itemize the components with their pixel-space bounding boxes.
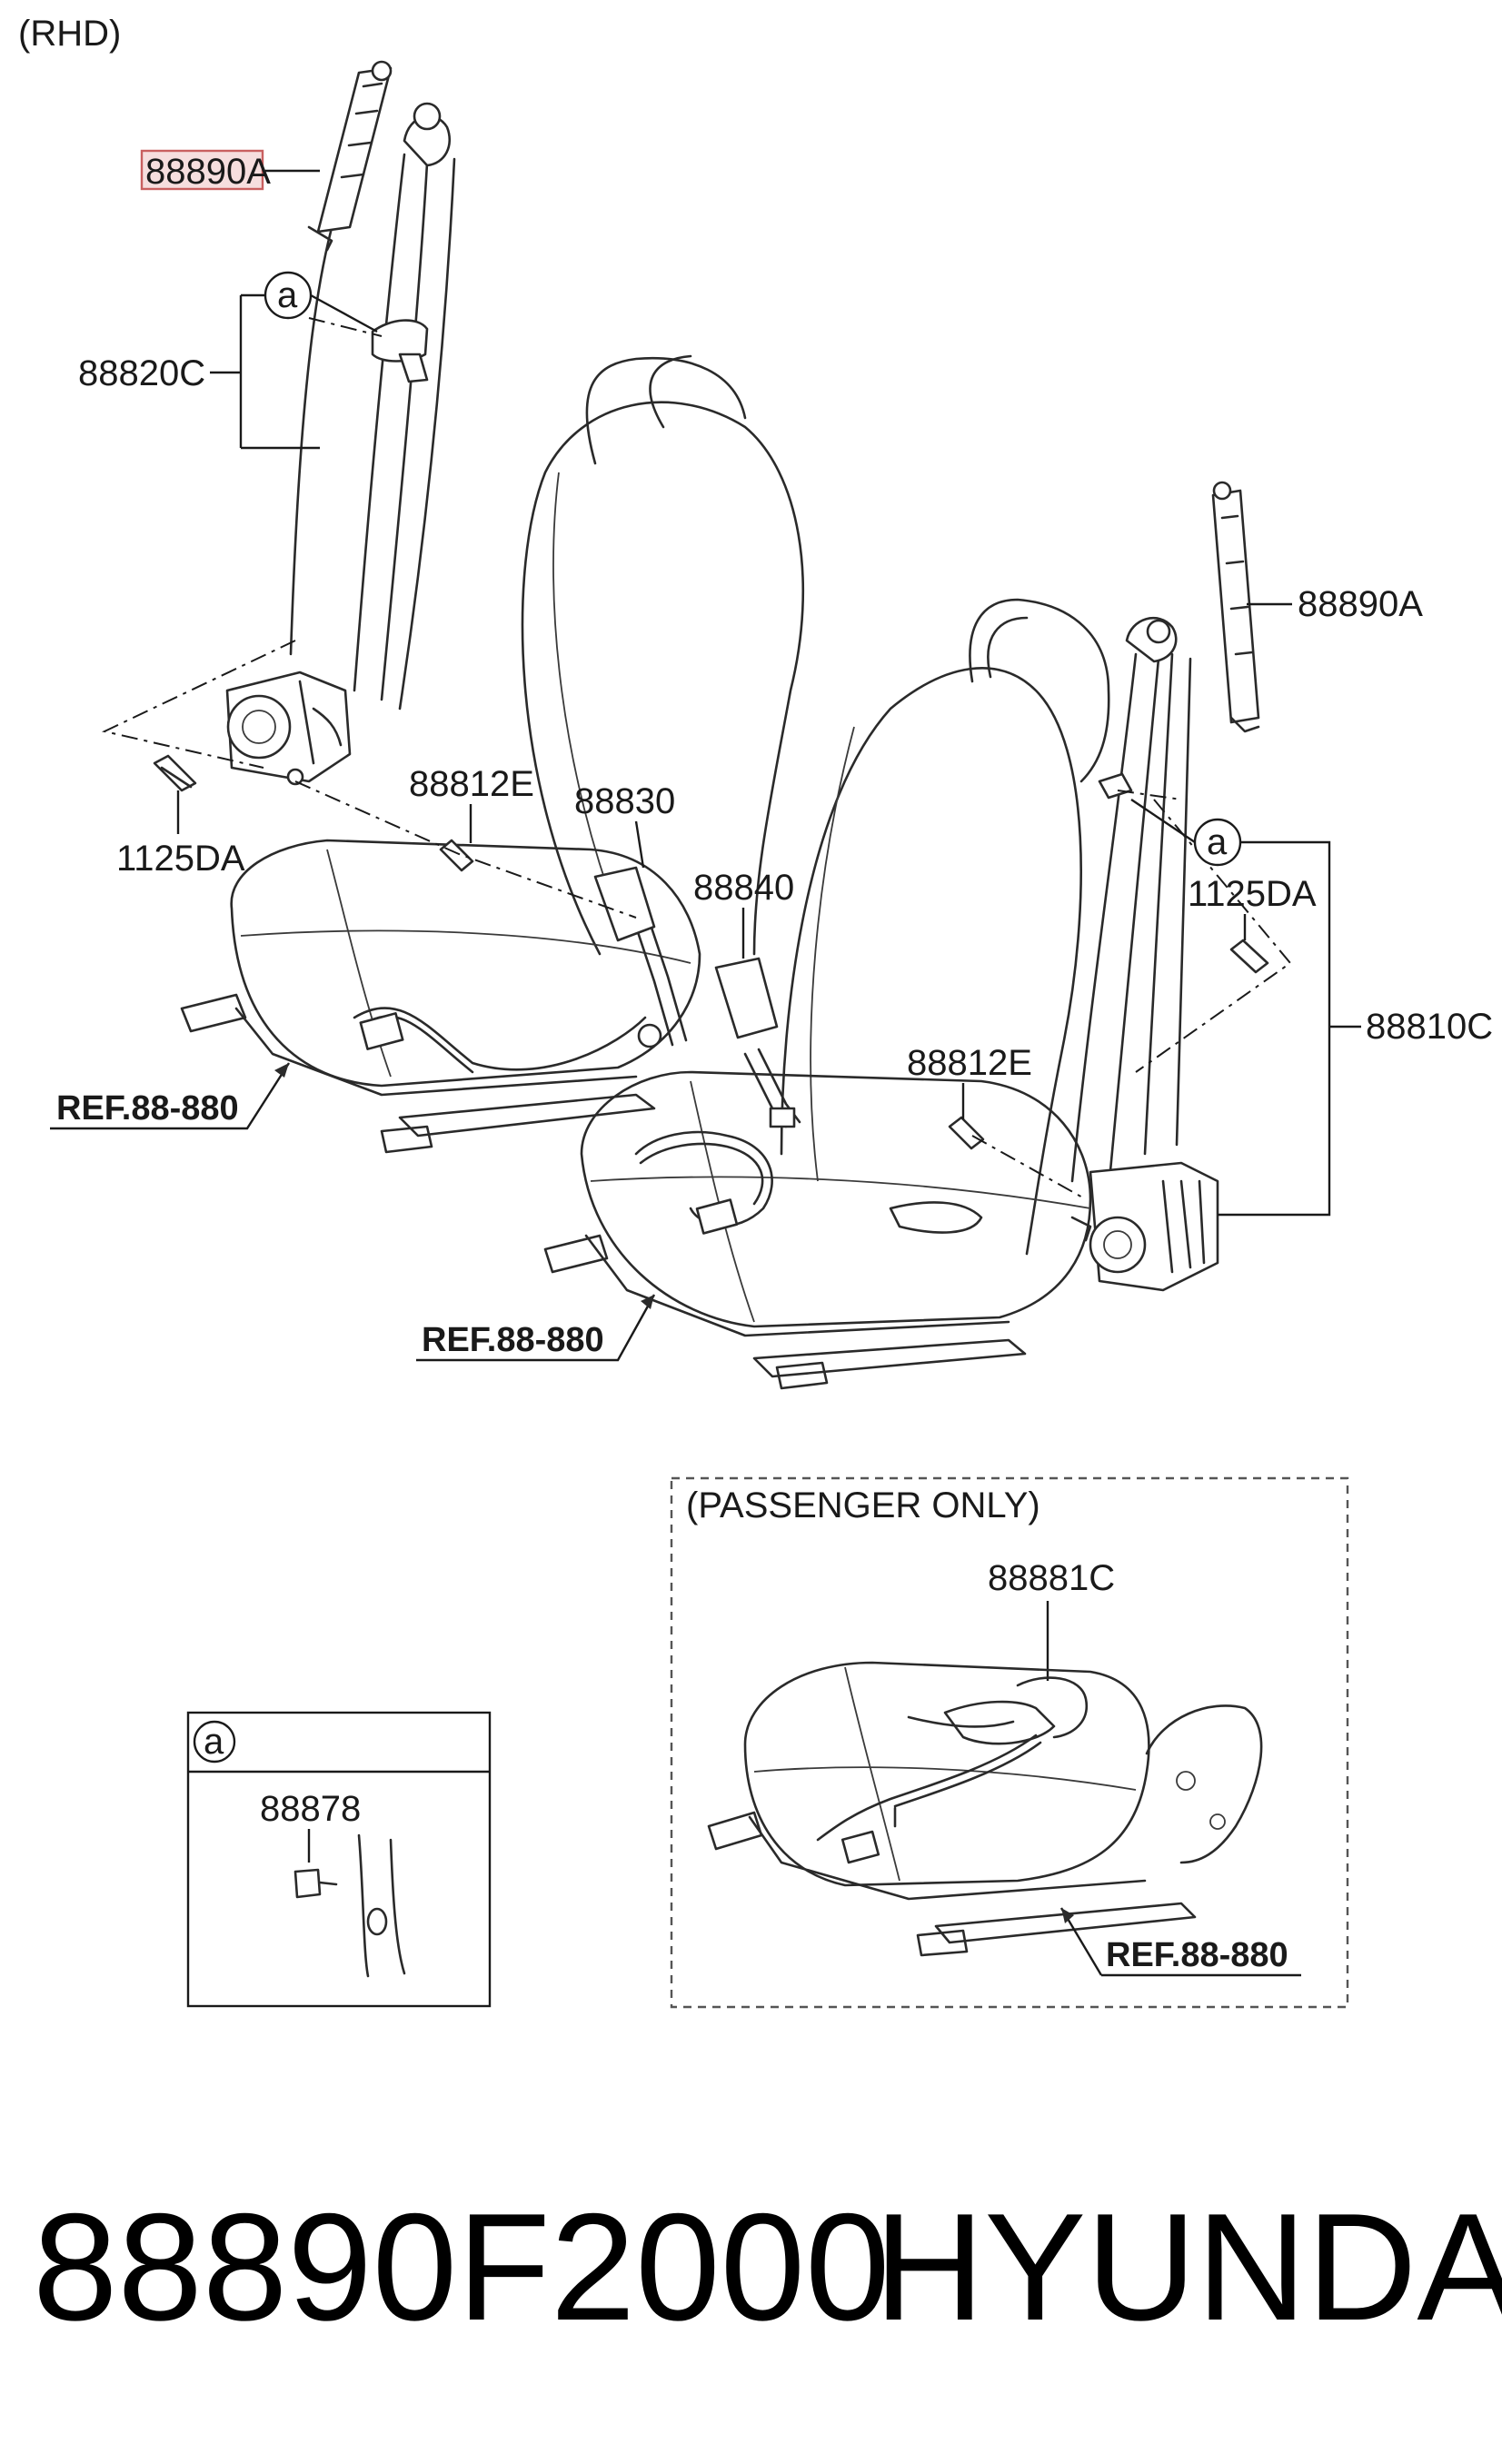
callout-88890a-passenger: 88890A [1298,584,1423,624]
callout-88890a-highlighted: 88890A [145,152,271,192]
part-number: 88890F2000 [33,2181,890,2352]
callout-88881c: 88881C [988,1558,1115,1598]
callouts: 88890A a 88820C 1125DA 88812E 88830 8884… [50,149,1493,1362]
detail-box: a 88878 [186,1711,492,2008]
marker-a-driver-label: a [277,275,298,315]
assembly-lines [101,317,1292,1200]
callout-88820c: 88820C [78,353,205,393]
bolt-passenger-1125da [1229,939,1269,974]
ref-left: REF.88-880 [56,1089,239,1128]
variant-label: (RHD) [18,14,121,54]
callout-88812e-passenger: 88812E [907,1043,1032,1083]
passenger-bracket [1211,481,1260,733]
bolt-driver-1125da [153,754,197,792]
callout-88830: 88830 [574,781,675,821]
ref-inset: REF.88-880 [1106,1936,1288,1974]
detail-box-marker: a [204,1722,224,1762]
ref-center: REF.88-880 [422,1321,604,1359]
driver-belt-assembly [225,102,456,786]
passenger-belt-assembly [1070,617,1219,1292]
driver-seat [180,354,805,1154]
inset-title: (PASSENGER ONLY) [686,1485,1040,1525]
passenger-only-inset: (PASSENGER ONLY) 88881C REF.88-880 [670,1476,1349,2009]
callout-88810c: 88810C [1366,1007,1493,1047]
marker-a-passenger-label: a [1207,822,1228,862]
driver-bracket [307,60,393,252]
brand-name: HYUNDAI [874,2181,1502,2352]
bolt-passenger-88812e [948,1116,985,1150]
callout-88878: 88878 [260,1789,361,1829]
callout-88812e-driver: 88812E [409,764,534,804]
callout-1125da-passenger: 1125DA [1188,874,1317,914]
callout-88840: 88840 [693,868,794,908]
passenger-seat [543,598,1110,1390]
callout-1125da-driver: 1125DA [116,839,245,879]
highlight-box [140,149,264,191]
bolt-driver-88812e [439,839,474,872]
